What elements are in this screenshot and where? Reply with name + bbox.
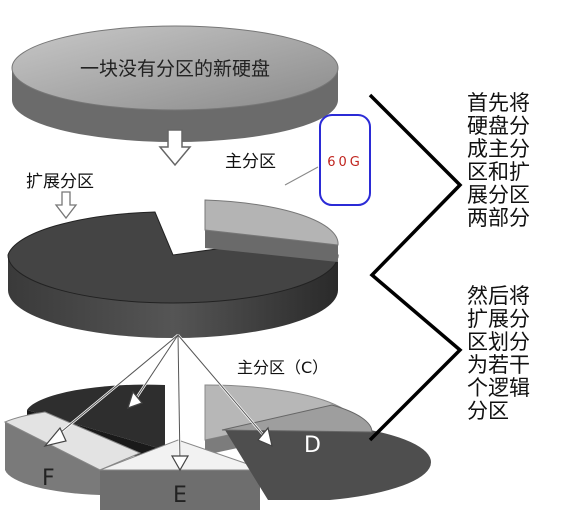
new-disk-label: 一块没有分区的新硬盘 (80, 58, 270, 80)
logical-partitions (3, 384, 431, 510)
bracket-zigzag (368, 93, 463, 442)
step2-line: 然后将 (467, 284, 530, 308)
partition-arrows-outline (54, 334, 266, 463)
extended-partition-label: 扩展分区 (26, 172, 94, 192)
drive-d-label: D (304, 433, 321, 458)
extended-partition-disk (7, 211, 339, 338)
primary-partition-wedge (204, 199, 339, 262)
step2-line: 分区 (467, 399, 509, 423)
size-badge-text: 60G (327, 155, 363, 170)
arrow-heads (43, 390, 273, 472)
drive-e-label: E (173, 483, 187, 508)
step2-line: 区划分 (467, 330, 530, 354)
step1-line: 成主分 (467, 137, 530, 161)
step1-line: 两部分 (467, 206, 530, 230)
step2-line: 个逻辑 (467, 376, 530, 400)
new-disk (11, 25, 339, 142)
primary-pointer-line (284, 166, 319, 186)
drive-f-label: F (42, 466, 55, 491)
step1-line: 展分区 (467, 183, 530, 207)
step1-line: 区和扩 (467, 160, 530, 184)
step1-note: 首先将 硬盘分 成主分 区和扩 展分区 两部分 (467, 92, 555, 230)
primary-partition-c-label: 主分区（C） (237, 358, 328, 377)
step2-note: 然后将 扩展分 区划分 为若干 个逻辑 分区 (467, 285, 555, 423)
step1-line: 首先将 (467, 91, 530, 115)
primary-partition-label: 主分区 (225, 152, 276, 172)
step2-line: 为若干 (467, 353, 530, 377)
step1-line: 硬盘分 (467, 114, 530, 138)
size-badge (319, 114, 371, 206)
down-arrow-icon (158, 129, 192, 167)
step2-line: 扩展分 (467, 307, 530, 331)
extended-arrow-icon (54, 191, 78, 220)
